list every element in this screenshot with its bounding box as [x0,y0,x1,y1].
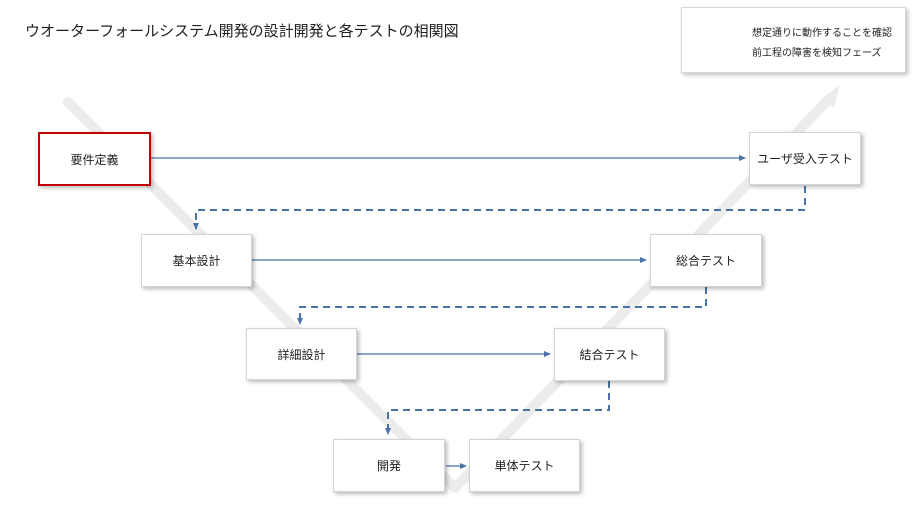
dashed-acceptance-to-basic [193,186,806,230]
phase-development[interactable]: 開発 [333,439,445,492]
legend-row-dashed: 前工程の障害を検知フェーズ [746,44,882,59]
phase-integration-test[interactable]: 結合テスト [554,328,665,381]
phase-detailed-design[interactable]: 詳細設計 [246,328,357,380]
phase-user-acceptance-test[interactable]: ユーザ受入テスト [749,132,861,185]
verification-arrows [151,155,746,469]
feedback-arrows [193,186,806,435]
legend-solid-label: 想定通りに動作することを確認 [752,28,892,39]
legend-dashed-label: 前工程の障害を検知フェーズ [752,48,882,59]
diagram-title: ウオーターフォールシステム開発の設計開発と各テストの相関図 [25,22,459,40]
legend-row-solid: 想定通りに動作することを確認 [746,24,892,39]
phase-requirements-definition[interactable]: 要件定義 [38,132,151,186]
phase-basic-design[interactable]: 基本設計 [141,234,252,287]
dashed-system-to-detail [297,287,707,325]
legend-box: 想定通りに動作することを確認 前工程の障害を検知フェーズ [681,7,906,73]
phase-system-test[interactable]: 総合テスト [650,234,762,287]
phase-unit-test[interactable]: 単体テスト [469,439,580,492]
dashed-integration-to-dev [385,381,610,435]
